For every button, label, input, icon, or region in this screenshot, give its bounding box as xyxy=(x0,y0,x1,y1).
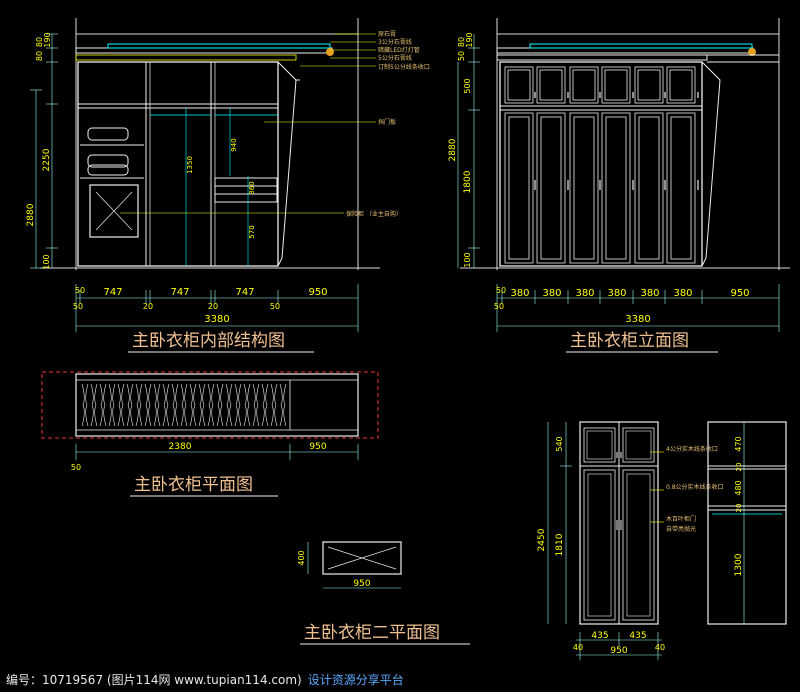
elevation-dim-left-6: 1800 xyxy=(463,170,473,193)
elevation-dim-bottom-7: 380 xyxy=(673,288,692,299)
elevation-dim-left-4: 500 xyxy=(463,78,472,93)
cabinet-dim-right-4: 20 xyxy=(735,504,743,513)
title-plan2: 主卧衣柜二平面图 xyxy=(304,623,440,643)
internal-dim-total: 3380 xyxy=(204,314,229,325)
cabinet-dim-bottom-4: 40 xyxy=(655,643,665,652)
elevation-dim-bottom-6: 380 xyxy=(640,288,659,299)
elevation-dim-bottom-3: 380 xyxy=(542,288,561,299)
internal-dim-left-5: 100 xyxy=(42,254,51,269)
elevation-dim-left-3: 190 xyxy=(465,32,474,47)
title-elevation: 主卧衣柜立面图 xyxy=(570,331,689,351)
cabinet-dim-bottom-1: 40 xyxy=(573,643,583,652)
elevation-dim-bottom-8: 950 xyxy=(730,288,749,299)
watermark-footer: 编号：10719567 (图片114网 www.tupian114.com) 设计… xyxy=(0,668,800,692)
internal-dim-inner-2: 940 xyxy=(230,138,238,151)
cabinet-dim-left-3: 1810 xyxy=(555,533,565,556)
internal-callout-2: 3公分石膏线 xyxy=(378,38,412,46)
internal-dim-inner-3: 360 xyxy=(248,181,256,194)
internal-dim-inner-1: 1350 xyxy=(186,156,194,174)
plan-dim-width: 2380 xyxy=(169,442,192,452)
cabinet-dim-left-2: 2450 xyxy=(537,528,547,551)
elevation-dim-bottom-1: 50 xyxy=(496,286,506,295)
cabinet-dim-left-1: 540 xyxy=(555,436,564,451)
internal-callout-7: 保险柜 （业主自购） xyxy=(346,210,402,218)
internal-callout-1: 原石膏 xyxy=(378,30,396,38)
cabinet-note-4: 自带亮抛光 xyxy=(666,525,696,533)
internal-callout-4: 5公分石膏线 xyxy=(378,54,412,62)
cabinet-dim-right-5: 1300 xyxy=(734,553,744,576)
internal-callout-3: 暗藏LED灯灯管 xyxy=(378,46,420,54)
elevation-dim-left-7: 100 xyxy=(463,252,472,267)
plan2-view: 400 950 主卧衣柜二平面图 xyxy=(297,541,470,645)
elevation-dim-left-1: 80 xyxy=(457,37,466,47)
title-internal: 主卧衣柜内部结构图 xyxy=(132,331,285,351)
internal-dim-left-4: 2250 xyxy=(42,148,52,171)
elevation-dim-left-2: 50 xyxy=(457,51,466,61)
internal-dim-bottom-4: 747 xyxy=(170,287,189,298)
small-cabinet-view: 4公分实木线条收口 0.8公分实木线条收口 木百叶柜门 自带亮抛光 540 24… xyxy=(537,421,787,660)
footer-brand: 设计资源分享平台 xyxy=(307,673,404,687)
internal-dim-inner-4: 570 xyxy=(248,225,256,238)
internal-dim-outer-height: 2880 xyxy=(26,203,36,226)
plan-view: 2380 950 50 主卧衣柜平面图 xyxy=(41,371,379,497)
internal-structure-view: 80 80 190 2250 100 2880 1350 940 360 570… xyxy=(26,18,430,353)
cabinet-note-3: 木百叶柜门 xyxy=(666,515,696,523)
internal-dim-bottom-7: 50 xyxy=(270,302,280,311)
elevation-view: 80 50 190 500 2880 1800 100 50 380 380 3… xyxy=(448,18,790,353)
cabinet-dim-right-2: 20 xyxy=(735,463,743,472)
cabinet-note-2: 0.8公分实木线条收口 xyxy=(666,483,724,491)
elevation-dim-total: 3380 xyxy=(625,314,650,325)
cad-drawing-canvas: 80 80 190 2250 100 2880 1350 940 360 570… xyxy=(26,18,790,660)
internal-callout-5: 订制5公分线条收口 xyxy=(378,63,430,71)
elevation-dim-left-5: 2880 xyxy=(448,138,458,161)
internal-dim-bottom-2: 747 xyxy=(103,287,122,298)
internal-dim-bottom-8: 950 xyxy=(308,287,327,298)
internal-dim-left-2: 80 xyxy=(35,51,44,61)
hanger-pattern xyxy=(81,383,287,427)
internal-dim-bottom-5: 20 xyxy=(208,302,218,311)
internal-dim-first-offset: 50 xyxy=(73,302,83,311)
cabinet-dim-right-1: 470 xyxy=(734,436,743,451)
internal-dim-bottom-3: 20 xyxy=(143,302,153,311)
elevation-dim-bottom-2: 380 xyxy=(510,288,529,299)
elevation-dim-bottom-5: 380 xyxy=(607,288,626,299)
plan2-dim-width: 950 xyxy=(353,579,370,589)
plan-dim-offset: 50 xyxy=(71,463,81,472)
cabinet-dim-bottom-3: 435 xyxy=(629,631,646,641)
internal-dim-bottom-1: 50 xyxy=(75,286,85,295)
plan2-dim-depth: 400 xyxy=(297,550,306,565)
internal-dim-bottom-6: 747 xyxy=(235,287,254,298)
elevation-dim-bottom-4: 380 xyxy=(575,288,594,299)
cabinet-note-1: 4公分实木线条收口 xyxy=(666,445,718,453)
elevation-dim-first-offset: 50 xyxy=(494,302,504,311)
internal-dim-left-1: 80 xyxy=(35,37,44,47)
cabinet-dim-width: 950 xyxy=(610,646,627,656)
cabinet-dim-right-3: 480 xyxy=(734,480,743,495)
plan-dim-side: 950 xyxy=(309,442,326,452)
cabinet-dim-bottom-2: 435 xyxy=(591,631,608,641)
title-plan: 主卧衣柜平面图 xyxy=(134,475,253,495)
internal-callout-6: 挡门板 xyxy=(378,118,396,126)
internal-dim-left-3: 190 xyxy=(43,32,52,47)
footer-caption: 编号：10719567 (图片114网 www.tupian114.com) xyxy=(6,673,302,687)
